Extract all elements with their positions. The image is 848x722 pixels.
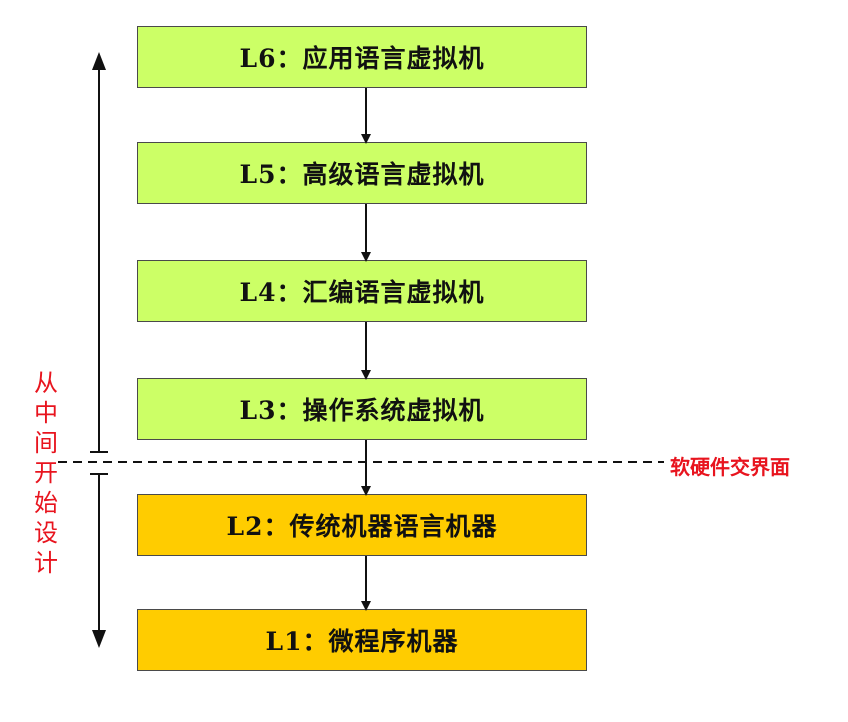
level-l6-box: L6：应用语言虚拟机 [137, 26, 587, 88]
level-l6-label: L6：应用语言虚拟机 [239, 44, 485, 73]
level-l3-label: L3：操作系统虚拟机 [239, 396, 485, 425]
level-l2-box: L2：传统机器语言机器 [137, 494, 587, 556]
upward-design-arrow [90, 52, 108, 453]
level-l1-label: L1：微程序机器 [265, 627, 459, 656]
downward-design-arrow [90, 473, 108, 648]
level-l4-label: L4：汇编语言虚拟机 [239, 278, 485, 307]
design-note-vertical: 从中间开始设计 [34, 369, 58, 577]
interface-label: 软硬件交界面 [670, 455, 790, 479]
level-l2-label: L2：传统机器语言机器 [226, 512, 498, 541]
level-l5-label: L5：高级语言虚拟机 [239, 160, 485, 189]
level-l4-box: L4：汇编语言虚拟机 [137, 260, 587, 322]
level-l5-box: L5：高级语言虚拟机 [137, 142, 587, 204]
level-l1-box: L1：微程序机器 [137, 609, 587, 671]
level-l3-box: L3：操作系统虚拟机 [137, 378, 587, 440]
